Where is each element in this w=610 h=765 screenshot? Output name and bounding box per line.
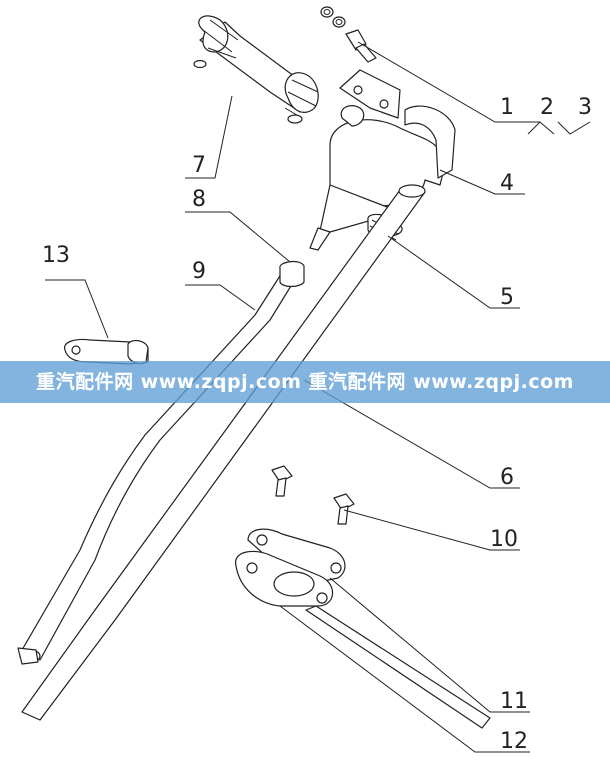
callout-7: 7 [192,153,206,178]
callout-2: 2 [540,95,554,120]
bracket-part-13 [64,338,149,365]
callout-8: 8 [192,187,206,212]
callout-4: 4 [500,171,514,196]
hose-sleeve-part-7 [193,15,319,124]
washers-and-bolt-parts-1-2-3 [320,6,377,63]
watermark-band [0,361,610,403]
callout-10: 10 [490,527,518,552]
separator-housing-part-4 [309,69,456,251]
callout-3: 3 [578,95,592,120]
callout-13: 13 [42,243,70,268]
callout-6: 6 [500,465,514,490]
flange-and-gasket-parts-11-12 [235,528,491,729]
callout-11: 11 [500,689,528,714]
callout-5: 5 [500,285,514,310]
callout-12: 12 [500,729,528,754]
bolts-part-10 [271,465,355,525]
callout-9: 9 [192,259,206,284]
leader-lines [45,41,591,753]
bent-pipe-part-9 [17,260,305,665]
watermark-text: 重汽配件网 www.zqpj.com 重汽配件网 www.zqpj.com [36,371,574,393]
callout-1: 1 [500,95,514,120]
long-pipe-part-6 [21,184,426,721]
